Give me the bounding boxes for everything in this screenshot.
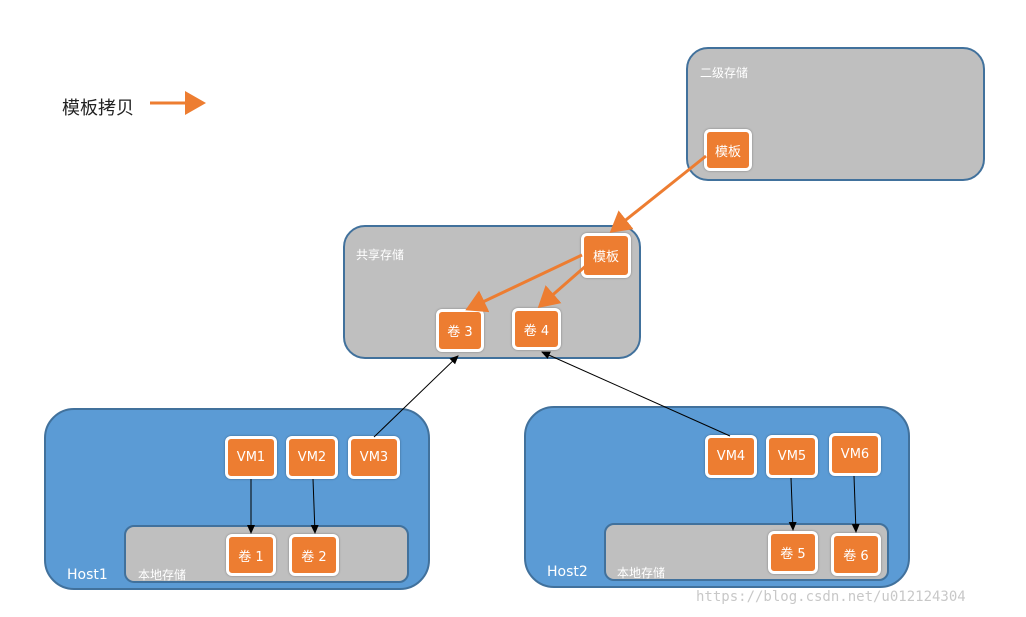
host1-label: Host1: [67, 567, 108, 583]
link-vm6-volume6: [851, 475, 860, 533]
vm-node-2: VM2: [286, 436, 338, 479]
host2-label: Host2: [547, 564, 588, 580]
vm-node-5: VM5: [766, 435, 818, 478]
secondary-template-node: 模板: [704, 129, 752, 171]
shared-template-node: 模板: [581, 233, 631, 278]
link-vm5-volume5: [788, 477, 797, 531]
link-vm3-volume3: [373, 355, 459, 438]
copy-arrow-template-to-volume3: [465, 253, 583, 313]
shared-storage-label: 共享存储: [356, 248, 405, 262]
vm-node-4: VM4: [705, 435, 757, 478]
volume-node-5: 卷 5: [768, 531, 818, 574]
link-vm4-volume4: [541, 351, 731, 437]
vm-node-6: VM6: [829, 433, 881, 476]
copy-arrow-template-to-volume4: [537, 262, 589, 308]
volume-node-6: 卷 6: [831, 533, 881, 576]
volume-node-1: 卷 1: [226, 534, 276, 576]
copy-arrow-secondary-to-shared: [609, 154, 707, 233]
volume-node-4: 卷 4: [512, 308, 561, 350]
link-vm2-volume2: [310, 478, 319, 534]
host1-local-storage-label: 本地存储: [138, 568, 187, 582]
watermark-text: https://blog.csdn.net/u012124304: [696, 589, 966, 605]
secondary-storage-label: 二级存储: [700, 66, 749, 80]
volume-node-2: 卷 2: [289, 534, 339, 576]
vm-node-3: VM3: [348, 436, 400, 479]
legend-label: 模板拷贝: [62, 98, 134, 119]
host2-local-storage-label: 本地存储: [617, 566, 666, 580]
volume-node-3: 卷 3: [436, 309, 484, 352]
vm-node-1: VM1: [225, 436, 277, 479]
